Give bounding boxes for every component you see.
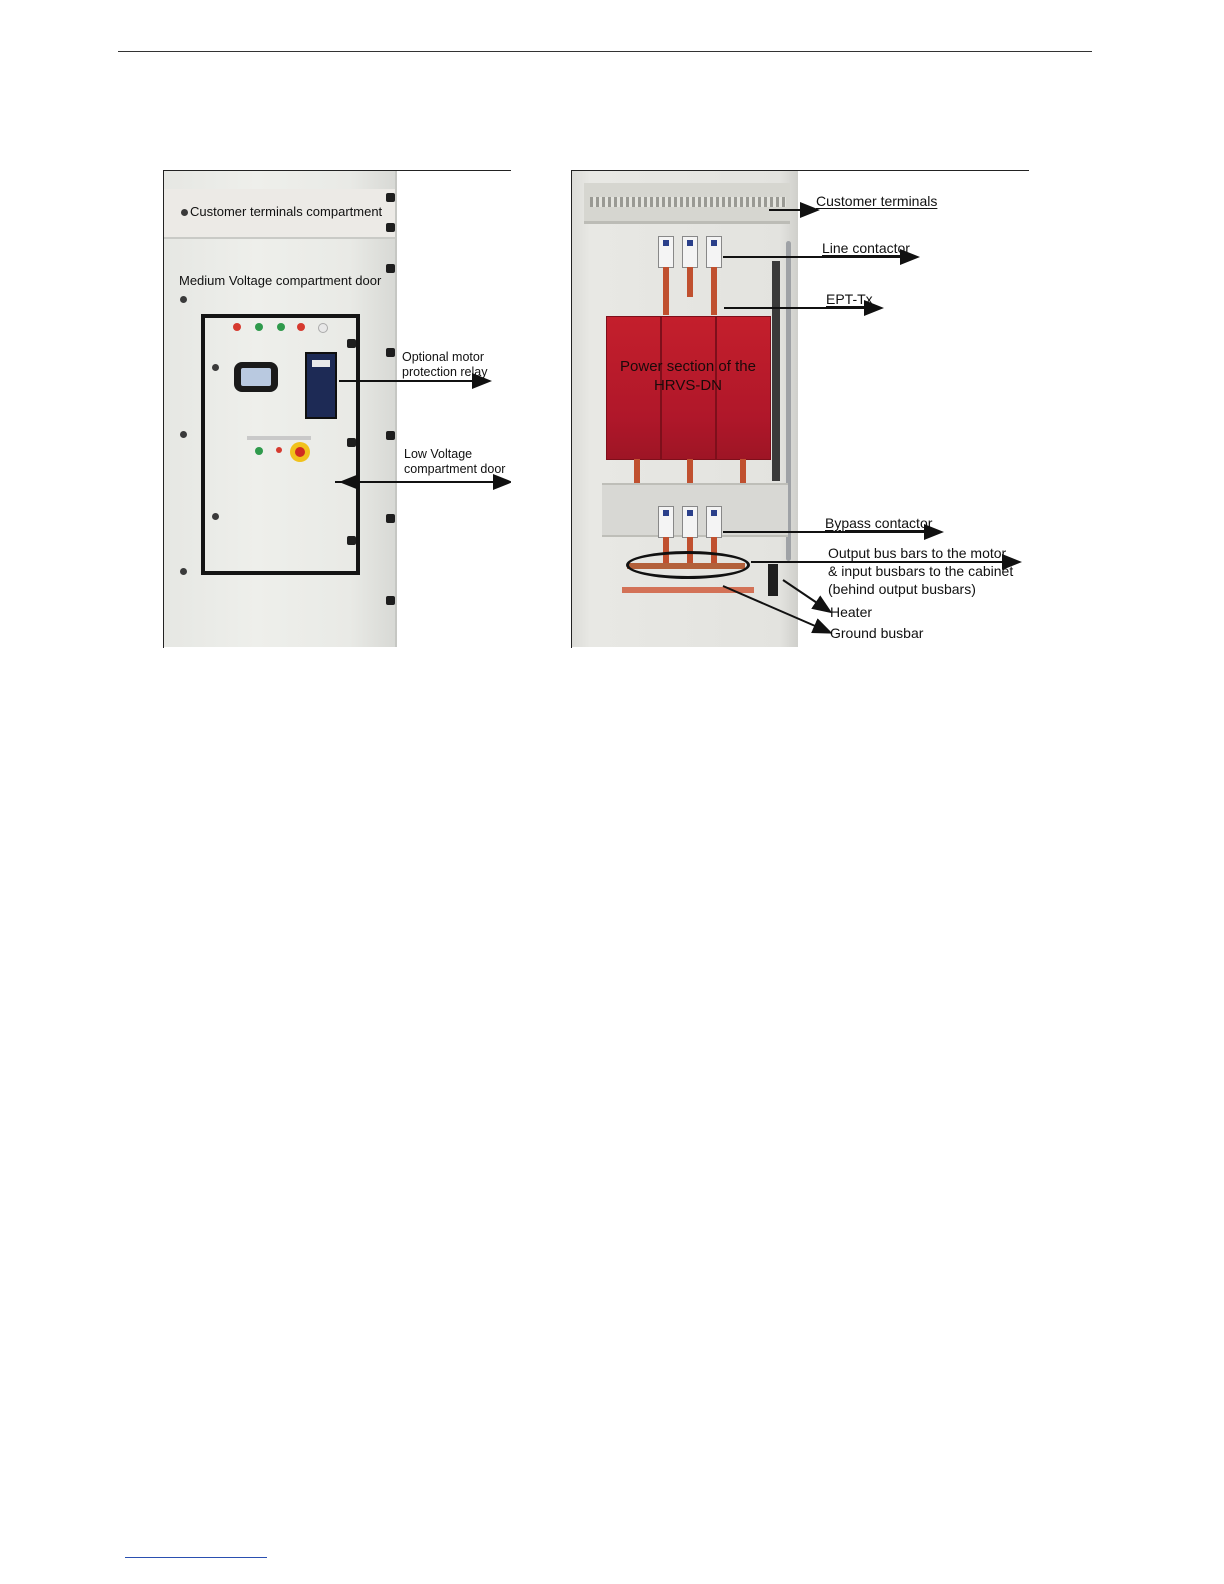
hmi-screen bbox=[241, 368, 271, 386]
power-section-label-line2: HRVS-DN bbox=[653, 377, 723, 394]
copper-busbar bbox=[634, 459, 640, 483]
low-voltage-label-line1: Low Voltage bbox=[404, 447, 473, 461]
copper-busbar bbox=[687, 267, 693, 297]
indicator-lamp-icon bbox=[276, 447, 282, 453]
indicator-lamp-icon bbox=[318, 323, 328, 333]
figure-frame-left bbox=[571, 170, 572, 648]
copper-busbar bbox=[711, 267, 717, 315]
hmi-keypad bbox=[234, 362, 278, 392]
cabinet-front-photo: Customer terminals compartment Medium Vo… bbox=[164, 171, 397, 647]
footer-rule bbox=[125, 1557, 267, 1558]
latch-icon bbox=[386, 264, 395, 273]
bypass-contactor-label: Bypass contactor bbox=[825, 515, 933, 531]
indicator-lamp-icon bbox=[297, 323, 305, 331]
indicator-lamp-icon bbox=[255, 447, 263, 455]
side-rail bbox=[772, 261, 780, 481]
bypass-contactor-pole bbox=[706, 506, 722, 538]
right-callout-arrows bbox=[722, 202, 1022, 634]
terminal-strip bbox=[590, 197, 786, 207]
latch-icon bbox=[386, 223, 395, 232]
low-voltage-label-line2: compartment door bbox=[404, 462, 506, 476]
left-callout-arrows bbox=[335, 373, 511, 490]
output-busbar-highlight bbox=[626, 551, 750, 579]
screw-icon bbox=[181, 209, 188, 216]
latch-icon bbox=[386, 514, 395, 523]
power-module bbox=[716, 316, 771, 460]
cabinet-interior-photo: Power section of the HRVS-DN bbox=[572, 171, 798, 647]
screw-icon bbox=[180, 431, 187, 438]
output-bus-label-line1: Output bus bars to the motor bbox=[828, 545, 1007, 561]
header-rule bbox=[118, 51, 1092, 52]
copper-busbar bbox=[663, 267, 669, 315]
latch-icon bbox=[347, 339, 356, 348]
screw-icon bbox=[212, 513, 219, 520]
motor-relay-label-line2: protection relay bbox=[402, 365, 488, 379]
ground-busbar-label: Ground busbar bbox=[830, 625, 924, 641]
copper-busbar bbox=[740, 459, 746, 483]
motor-relay-label-line1: Optional motor bbox=[402, 350, 484, 364]
emergency-stop-button-icon bbox=[295, 447, 305, 457]
ept-tx-label: EPT-Tx bbox=[826, 291, 873, 307]
customer-terminals-label: Customer terminals bbox=[816, 193, 938, 209]
figure-frame-top bbox=[571, 170, 1029, 171]
figure-frame-top bbox=[163, 170, 511, 171]
low-voltage-door-outline bbox=[201, 314, 360, 575]
ground-busbar bbox=[622, 587, 754, 593]
latch-icon bbox=[386, 431, 395, 440]
indicator-lamp-icon bbox=[277, 323, 285, 331]
screw-icon bbox=[180, 296, 187, 303]
screw-icon bbox=[212, 364, 219, 371]
latch-icon bbox=[347, 438, 356, 447]
latch-icon bbox=[386, 193, 395, 202]
copper-busbar bbox=[687, 459, 693, 483]
heater-label: Heater bbox=[830, 604, 873, 620]
cabinet-front-figure: Customer terminals compartment Medium Vo… bbox=[163, 170, 511, 648]
power-section-label: Power section of the HRVS-DN bbox=[609, 357, 767, 395]
latch-icon bbox=[386, 596, 395, 605]
output-bus-label-line2: & input busbars to the cabinet bbox=[828, 563, 1014, 579]
latch-icon bbox=[386, 348, 395, 357]
power-module bbox=[661, 316, 716, 460]
relay-screen bbox=[312, 360, 330, 367]
customer-terminals-panel bbox=[164, 189, 395, 239]
figure-frame-left bbox=[163, 170, 164, 648]
output-bus-label-line3: (behind output busbars) bbox=[828, 581, 976, 597]
power-module bbox=[606, 316, 661, 460]
copper-busbar bbox=[711, 537, 717, 565]
heater bbox=[768, 564, 778, 596]
line-contactor-pole bbox=[658, 236, 674, 268]
power-section-label-line1: Power section of the bbox=[620, 358, 756, 375]
cabinet-interior-figure: Power section of the HRVS-DN Customer te… bbox=[571, 170, 1029, 648]
label-strip bbox=[247, 436, 311, 440]
line-contactor-label: Line contactor bbox=[822, 240, 910, 256]
customer-terminals-compartment-label: Customer terminals compartment bbox=[190, 204, 383, 219]
cable-bundle bbox=[786, 241, 791, 561]
screw-icon bbox=[180, 568, 187, 575]
motor-protection-relay bbox=[305, 352, 337, 419]
indicator-lamp-icon bbox=[233, 323, 241, 331]
medium-voltage-door-label: Medium Voltage compartment door bbox=[179, 273, 382, 288]
indicator-lamp-icon bbox=[255, 323, 263, 331]
latch-icon bbox=[347, 536, 356, 545]
